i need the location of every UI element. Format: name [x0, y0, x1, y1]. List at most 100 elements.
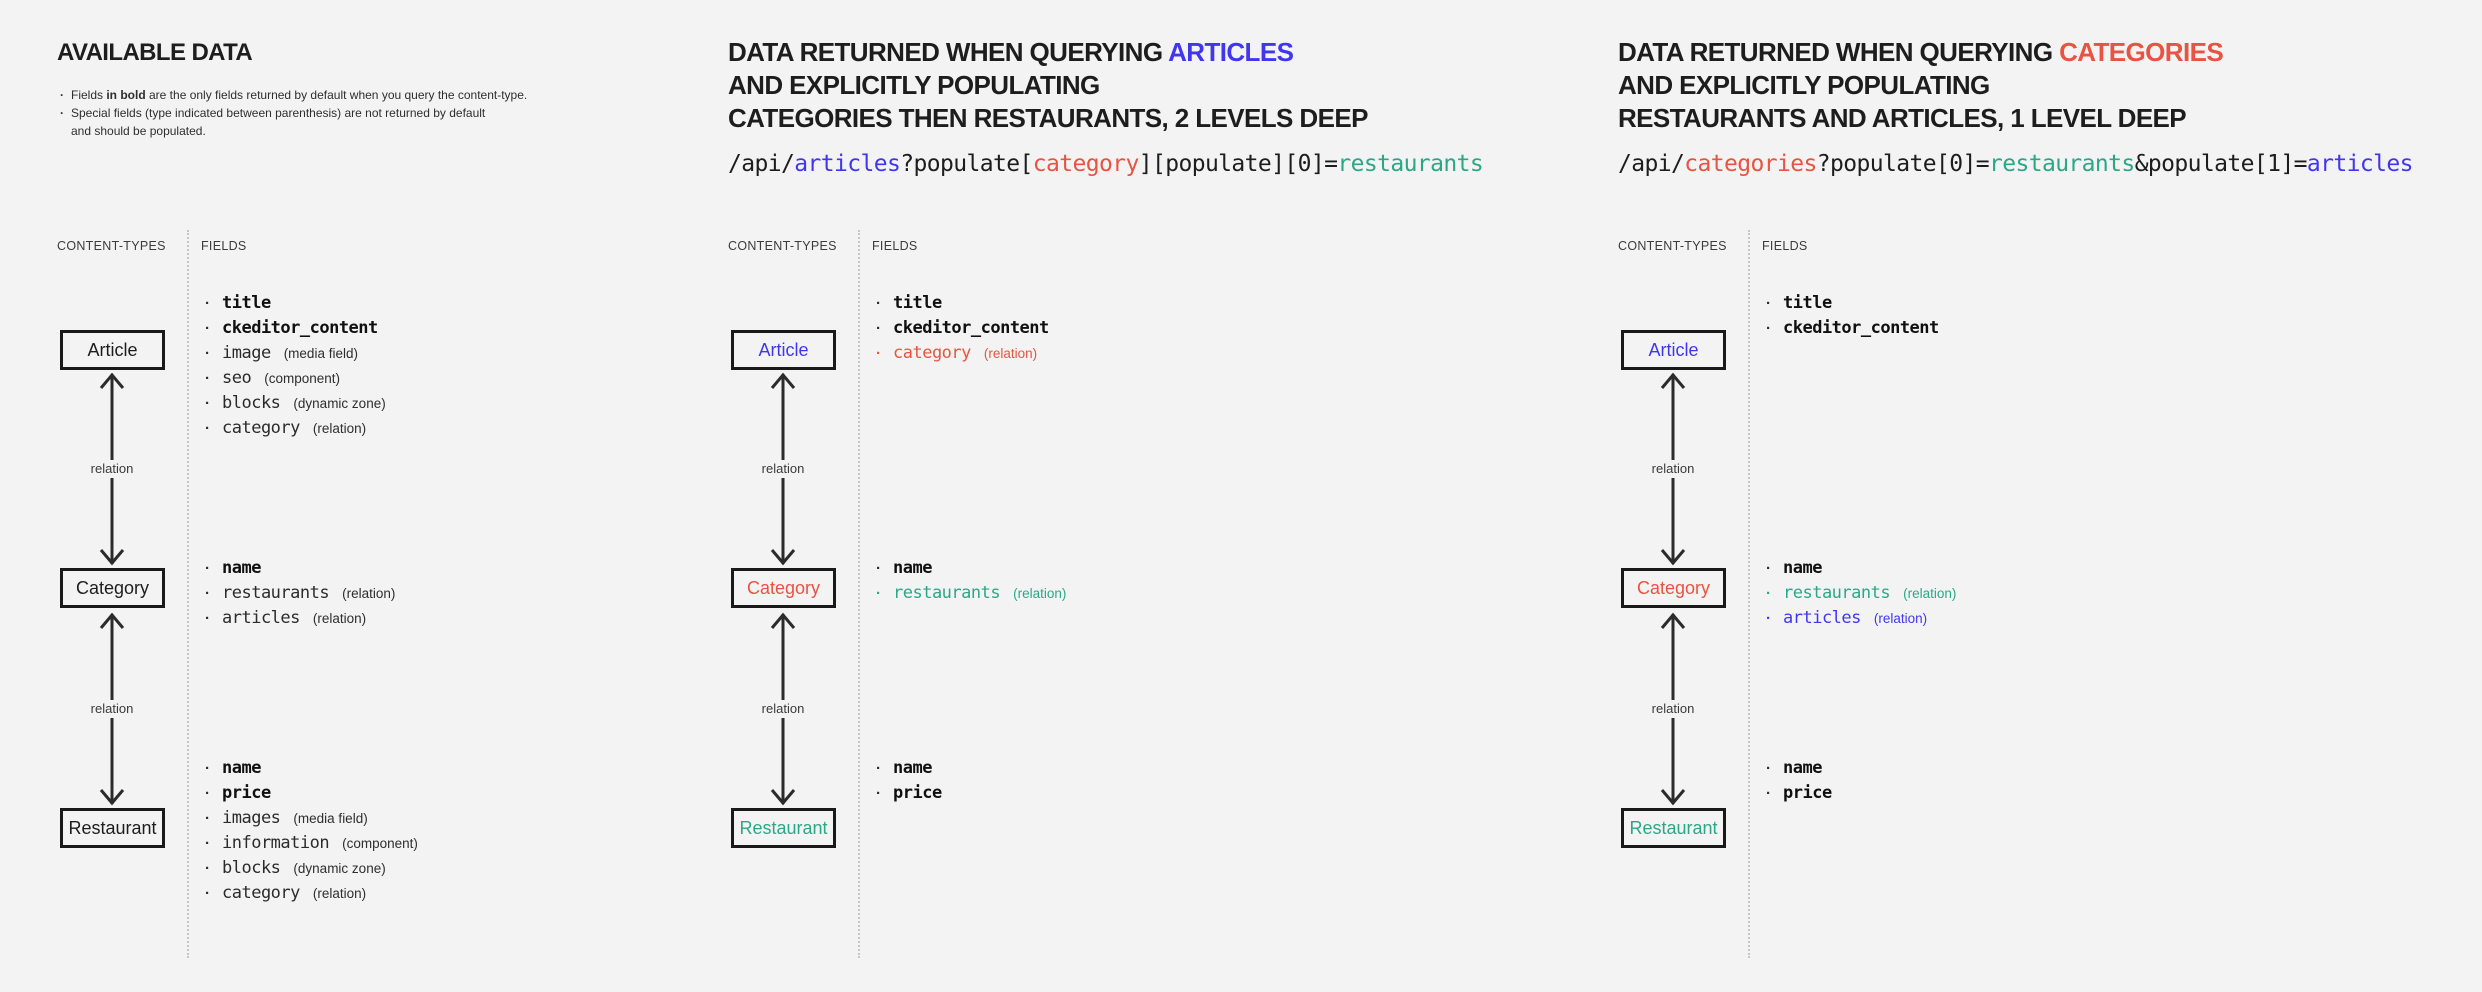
api-query-token: ][populate][0]=	[1138, 151, 1338, 177]
content-type-box-category: Category	[731, 568, 836, 608]
relation-label: relation	[1631, 700, 1715, 718]
field-type: (relation)	[1873, 611, 1928, 626]
column-separator	[1748, 230, 1750, 958]
api-query-token: articles	[794, 151, 901, 177]
bullet-icon: ·	[205, 320, 210, 337]
bullet-icon: ·	[205, 810, 210, 827]
column-label-fields: FIELDS	[201, 239, 247, 253]
fields-list-category: ·name·restaurants(relation)	[876, 556, 1066, 606]
field-name: articles	[222, 608, 300, 628]
field-name: category	[222, 883, 300, 903]
field-item: ·image(media field)	[205, 341, 386, 366]
api-query-token: ?populate[	[900, 151, 1033, 177]
field-item: ·price	[1766, 781, 1832, 806]
field-name: title	[893, 293, 942, 313]
legend-note-text: Special fields (type indicated between p…	[71, 106, 486, 120]
fields-list-article: ·title·ckeditor_content	[1766, 291, 1939, 341]
bullet-icon: ·	[205, 785, 210, 802]
bullet-icon: ·	[876, 760, 881, 777]
api-query-token: restaurants	[1337, 151, 1484, 177]
field-type: (relation)	[1903, 586, 1957, 601]
field-type: (relation)	[983, 346, 1038, 361]
page-title: AVAILABLE DATA	[57, 36, 253, 69]
title-text: CATEGORIES THEN RESTAURANTS, 2 LEVELS DE…	[728, 103, 1368, 133]
field-item: ·name	[876, 756, 942, 781]
bullet-icon: ·	[876, 560, 881, 577]
content-type-box-restaurant: Restaurant	[1621, 808, 1726, 848]
bullet-icon: ·	[205, 370, 210, 387]
legend-note: ·Fields in bold are the only fields retu…	[58, 86, 527, 104]
field-name: information	[222, 833, 330, 853]
fields-list-article: ·title·ckeditor_content·image(media fiel…	[205, 291, 386, 441]
legend-note-text: and should be populated.	[71, 124, 206, 138]
field-name: price	[893, 783, 942, 803]
field-type: (relation)	[312, 886, 367, 901]
column-label-fields: FIELDS	[1762, 239, 1808, 253]
field-type: (media field)	[293, 811, 368, 826]
bullet-icon: ·	[1766, 295, 1771, 312]
bullet-icon: ·	[205, 835, 210, 852]
column-label-content-types: CONTENT-TYPES	[728, 239, 837, 253]
panel-title-line: CATEGORIES THEN RESTAURANTS, 2 LEVELS DE…	[728, 102, 1368, 135]
field-name: price	[222, 783, 271, 803]
relation-label: relation	[70, 460, 154, 478]
field-item: ·seo(component)	[205, 366, 386, 391]
api-query-token: /api/	[1618, 151, 1685, 177]
field-type: (component)	[264, 371, 341, 386]
field-name: restaurants	[1783, 583, 1891, 603]
field-name: ckeditor_content	[1783, 318, 1939, 338]
field-type: (dynamic zone)	[293, 861, 386, 876]
fields-list-article: ·title·ckeditor_content·category(relatio…	[876, 291, 1049, 366]
bullet-icon: ·	[1766, 760, 1771, 777]
field-name: title	[222, 293, 271, 313]
panel-title-line: AND EXPLICITLY POPULATING	[1618, 69, 2223, 102]
panel-title-line: AVAILABLE DATA	[57, 36, 253, 69]
relation-label: relation	[1631, 460, 1715, 478]
column-label-content-types: CONTENT-TYPES	[57, 239, 166, 253]
field-item: ·images(media field)	[205, 806, 418, 831]
title-text: AND EXPLICITLY POPULATING	[1618, 70, 1990, 100]
panel-title-line: AND EXPLICITLY POPULATING	[728, 69, 1368, 102]
field-name: articles	[1783, 608, 1861, 628]
field-name: name	[222, 558, 261, 578]
bullet-icon: ·	[1766, 560, 1771, 577]
content-type-box-article: Article	[1621, 330, 1726, 370]
field-name: title	[1783, 293, 1832, 313]
field-item: ·name	[876, 556, 1066, 581]
field-item: · title	[876, 291, 1049, 316]
content-type-label: Category	[746, 577, 821, 598]
panel-title-line: RESTAURANTS AND ARTICLES, 1 LEVEL DEEP	[1618, 102, 2223, 135]
bullet-icon: ·	[876, 585, 881, 602]
field-type: (media field)	[283, 346, 358, 361]
bullet-icon: ·	[876, 295, 881, 312]
content-type-label: Article	[758, 339, 809, 360]
relation-label: relation	[70, 700, 154, 718]
title-text: AVAILABLE DATA	[57, 39, 253, 66]
panel-available-data: AVAILABLE DATA ·Fields in bold are the on…	[57, 0, 907, 992]
field-item: ·name	[205, 756, 418, 781]
content-type-box-category: Category	[60, 568, 165, 608]
bullet-icon: ·	[205, 860, 210, 877]
bullet-icon: ·	[205, 585, 210, 602]
field-type: (component)	[342, 836, 418, 851]
bullet-icon: ·	[205, 420, 210, 437]
content-type-box-article: Article	[731, 330, 836, 370]
api-query-token: ?populate[0]=	[1816, 151, 1990, 177]
content-type-box-article: Article	[60, 330, 165, 370]
bullet-icon: ·	[876, 345, 881, 362]
legend-note: ·Special fields (type indicated between …	[58, 104, 527, 140]
api-query-token: articles	[2306, 151, 2414, 177]
bullet-icon: ·	[205, 295, 210, 312]
field-name: image	[222, 343, 271, 363]
bullet-icon: ·	[60, 88, 64, 102]
field-type: (relation)	[312, 421, 367, 436]
field-item: ·restaurants(relation)	[876, 581, 1066, 606]
field-item: ·price	[876, 781, 942, 806]
bullet-icon: ·	[205, 760, 210, 777]
panel-title-line: DATA RETURNED WHEN QUERYING CATEGORIES	[1618, 36, 2224, 69]
title-highlight: CATEGORIES	[2059, 37, 2224, 67]
fields-list-restaurant: ·name·price	[1766, 756, 1832, 806]
